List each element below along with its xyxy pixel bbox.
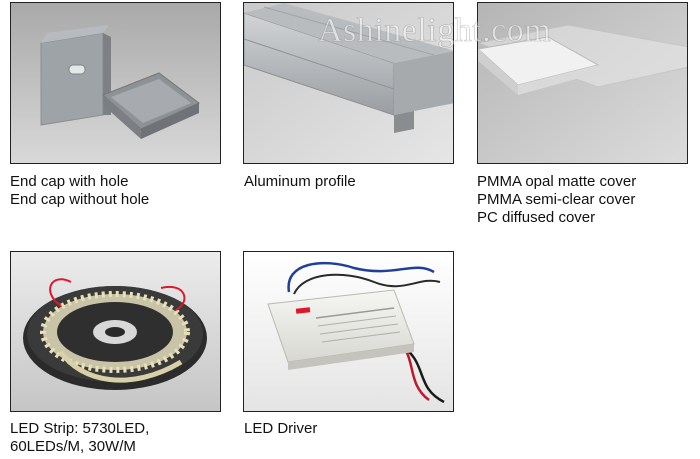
led-driver-caption: LED Driver [244, 420, 317, 438]
end-cap-image [11, 3, 220, 163]
led-driver-photo [243, 251, 454, 412]
caption-line: LED Driver [244, 420, 318, 437]
aluminum-profile-caption: Aluminum profile [244, 173, 356, 191]
end-cap-caption: End cap with hole End cap without hole [10, 173, 149, 209]
caption-line: PMMA opal matte cover [477, 173, 637, 190]
caption-line: PC diffused cover [477, 209, 596, 226]
end-cap-photo [10, 2, 221, 164]
led-strip-caption: LED Strip: 5730LED, 60LEDs/M, 30W/M [10, 420, 149, 456]
cover-image [478, 3, 687, 163]
caption-line: End cap with hole [10, 173, 129, 190]
caption-line: 60LEDs/M, 30W/M [10, 438, 136, 455]
led-strip-image [11, 252, 220, 411]
caption-line: PMMA semi-clear cover [477, 191, 636, 208]
aluminum-profile-image [244, 3, 453, 163]
led-driver-image [244, 252, 453, 411]
cover-caption: PMMA opal matte cover PMMA semi-clear co… [477, 173, 636, 227]
caption-line: End cap without hole [10, 191, 150, 208]
aluminum-profile-photo [243, 2, 454, 164]
caption-line: Aluminum profile [244, 173, 356, 190]
caption-line: LED Strip: 5730LED, [10, 420, 150, 437]
led-strip-photo [10, 251, 221, 412]
cover-photo [477, 2, 688, 164]
